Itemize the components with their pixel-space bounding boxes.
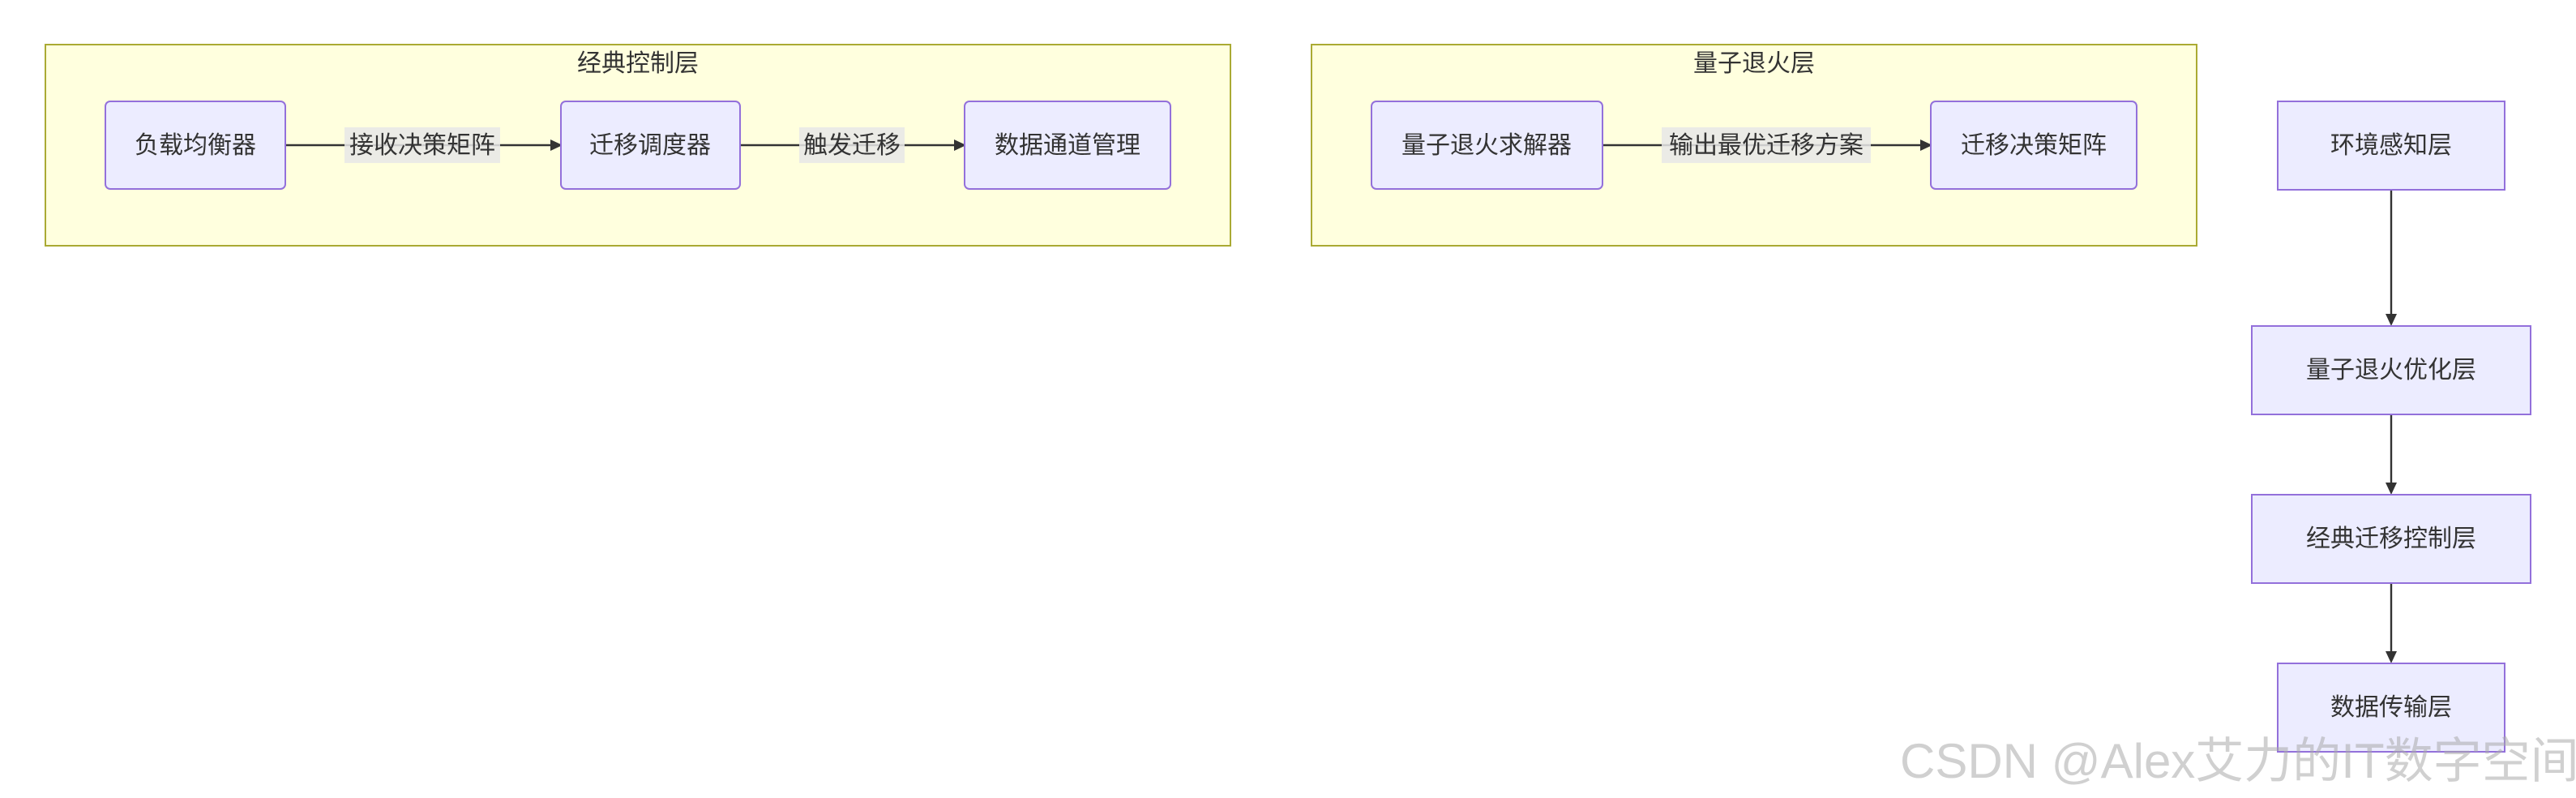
edge-lb-to-scheduler: 接收决策矩阵 xyxy=(285,127,563,163)
node-data-channel-mgmt: 数据通道管理 xyxy=(964,101,1171,190)
edges: 接收决策矩阵 触发迁移 输出最优迁移方案 xyxy=(285,127,2397,663)
edge-label-trigger-migration: 触发迁移 xyxy=(803,131,901,160)
edge-scheduler-to-channel: 触发迁移 xyxy=(740,127,966,163)
node-classic-migration-layer-label: 经典迁移控制层 xyxy=(2306,525,2476,553)
edge-classic-migration-to-data-transfer xyxy=(2386,583,2397,663)
node-quantum-solver: 量子退火求解器 xyxy=(1371,101,1603,190)
node-migration-scheduler: 迁移调度器 xyxy=(560,101,741,190)
cluster-classic-title: 经典控制层 xyxy=(577,49,699,78)
csdn-watermark: CSDN @Alex艾力的IT数字空间 xyxy=(1900,734,2576,788)
node-classic-migration-layer: 经典迁移控制层 xyxy=(2251,494,2531,584)
node-migration-matrix: 迁移决策矩阵 xyxy=(1930,101,2137,190)
node-load-balancer: 负载均衡器 xyxy=(105,101,286,190)
edge-solver-to-matrix: 输出最优迁移方案 xyxy=(1603,127,1932,163)
edge-quantum-opt-to-classic-migration xyxy=(2386,414,2397,495)
cluster-quantum-title: 量子退火层 xyxy=(1693,49,1815,78)
edge-env-to-quantum-opt xyxy=(2386,190,2397,326)
node-quantum-solver-label: 量子退火求解器 xyxy=(1401,131,1572,160)
edge-label-receive-matrix: 接收决策矩阵 xyxy=(349,131,495,160)
node-load-balancer-label: 负载均衡器 xyxy=(135,131,256,160)
node-env-layer: 环境感知层 xyxy=(2277,101,2505,191)
node-data-transfer-layer-label: 数据传输层 xyxy=(2330,693,2452,722)
node-quantum-opt-layer: 量子退火优化层 xyxy=(2251,325,2531,415)
node-data-transfer-layer: 数据传输层 xyxy=(2277,663,2505,753)
nodes: 负载均衡器 迁移调度器 数据通道管理 量子退火求解器 迁移决策矩阵 环境感知层 … xyxy=(105,101,2531,753)
node-data-channel-mgmt-label: 数据通道管理 xyxy=(995,131,1140,160)
edge-label-output-optimal-plan: 输出最优迁移方案 xyxy=(1669,131,1864,160)
node-quantum-opt-layer-label: 量子退火优化层 xyxy=(2306,356,2476,384)
node-migration-scheduler-label: 迁移调度器 xyxy=(589,131,711,160)
node-migration-matrix-label: 迁移决策矩阵 xyxy=(1961,131,2107,160)
node-env-layer-label: 环境感知层 xyxy=(2330,131,2452,160)
